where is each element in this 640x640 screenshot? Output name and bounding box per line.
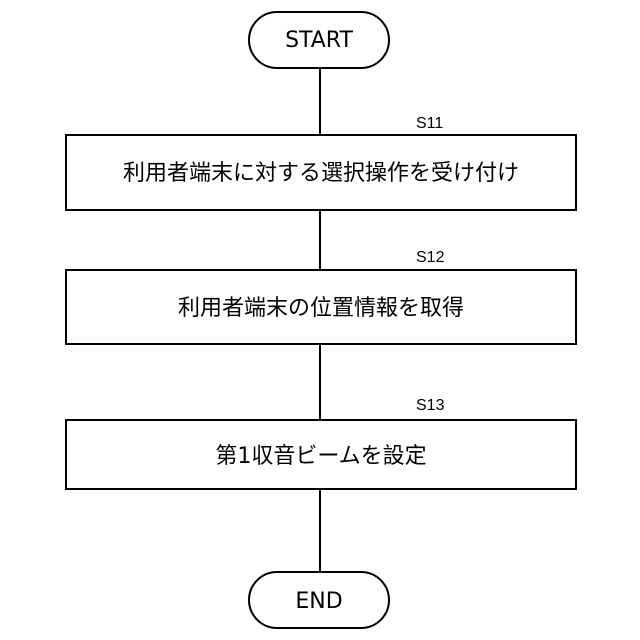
start-terminal: START bbox=[249, 12, 389, 68]
start-label: START bbox=[285, 28, 353, 53]
end-terminal: END bbox=[249, 572, 389, 628]
process-box-s12: 利用者端末の位置情報を取得 bbox=[66, 270, 576, 344]
end-label: END bbox=[295, 589, 342, 614]
step-text-s13: 第1収音ビームを設定 bbox=[215, 444, 426, 469]
step-text-s12: 利用者端末の位置情報を取得 bbox=[178, 296, 464, 321]
step-text-s11: 利用者端末に対する選択操作を受け付け bbox=[123, 161, 519, 186]
step-id-s11: S11 bbox=[416, 115, 443, 132]
process-box-s13: 第1収音ビームを設定 bbox=[66, 420, 576, 489]
process-box-s11: 利用者端末に対する選択操作を受け付け bbox=[66, 135, 576, 210]
step-id-s12: S12 bbox=[416, 249, 445, 266]
step-id-s13: S13 bbox=[416, 397, 445, 414]
